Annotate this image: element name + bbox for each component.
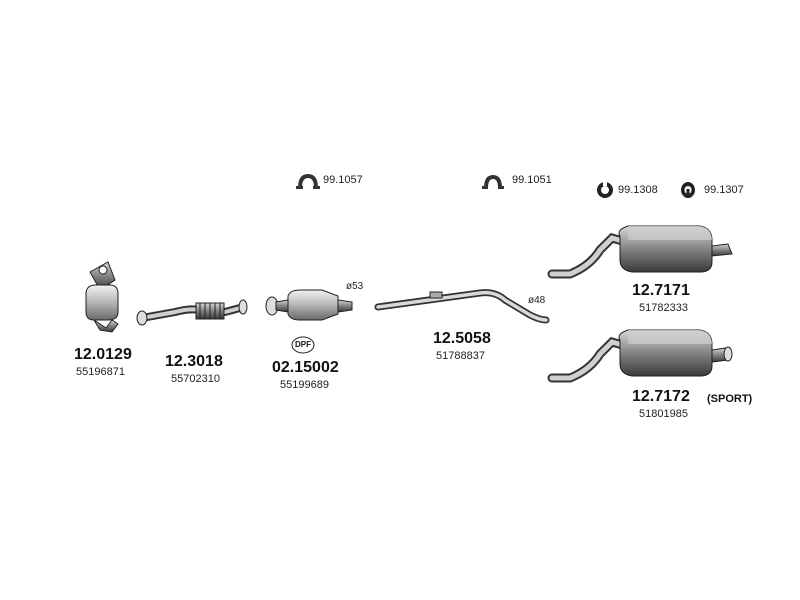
clamp-code-99-1308: 99.1308 — [618, 184, 658, 196]
dpf-badge-label: DPF — [295, 340, 311, 349]
part-code-12-5058: 12.5058 — [433, 330, 491, 347]
oem-number-55702310: 55702310 — [171, 373, 220, 385]
clamp-code-99-1307: 99.1307 — [704, 184, 744, 196]
dpf-badge — [291, 336, 315, 354]
clamp-icon-99-1051 — [482, 175, 504, 189]
rear-silencer-part — [547, 225, 733, 279]
sport-note: (SPORT) — [707, 393, 753, 405]
diesel-particulate-filter-part — [265, 289, 353, 321]
part-code-02-15002: 02.15002 — [272, 359, 339, 376]
rubber-mount-icon-99-1308 — [597, 182, 613, 198]
oem-number-51788837: 51788837 — [436, 350, 485, 362]
part-code-12-7172: 12.7172 — [632, 388, 690, 405]
rubber-mount-icon-99-1307 — [681, 182, 695, 198]
front-pipe-flex-part — [136, 299, 248, 326]
dpf-diameter-label: ø53 — [346, 281, 364, 292]
oem-number-55196871: 55196871 — [76, 366, 125, 378]
part-code-12-3018: 12.3018 — [165, 353, 223, 370]
clamp-icon-99-1057 — [296, 174, 320, 189]
pipe-diameter-label: ø48 — [528, 295, 546, 306]
oem-number-55199689: 55199689 — [280, 379, 329, 391]
oem-number-51801985: 51801985 — [639, 408, 688, 420]
sport-rear-silencer-part — [547, 329, 733, 383]
clamp-code-99-1051: 99.1051 — [512, 174, 552, 186]
oem-number-51782333: 51782333 — [639, 302, 688, 314]
part-code-12-7171: 12.7171 — [632, 282, 690, 299]
intermediate-pipe-part — [374, 289, 550, 324]
catalytic-converter-manifold-part — [85, 261, 119, 333]
part-code-12-0129: 12.0129 — [74, 346, 132, 363]
clamp-code-99-1057: 99.1057 — [323, 174, 363, 186]
